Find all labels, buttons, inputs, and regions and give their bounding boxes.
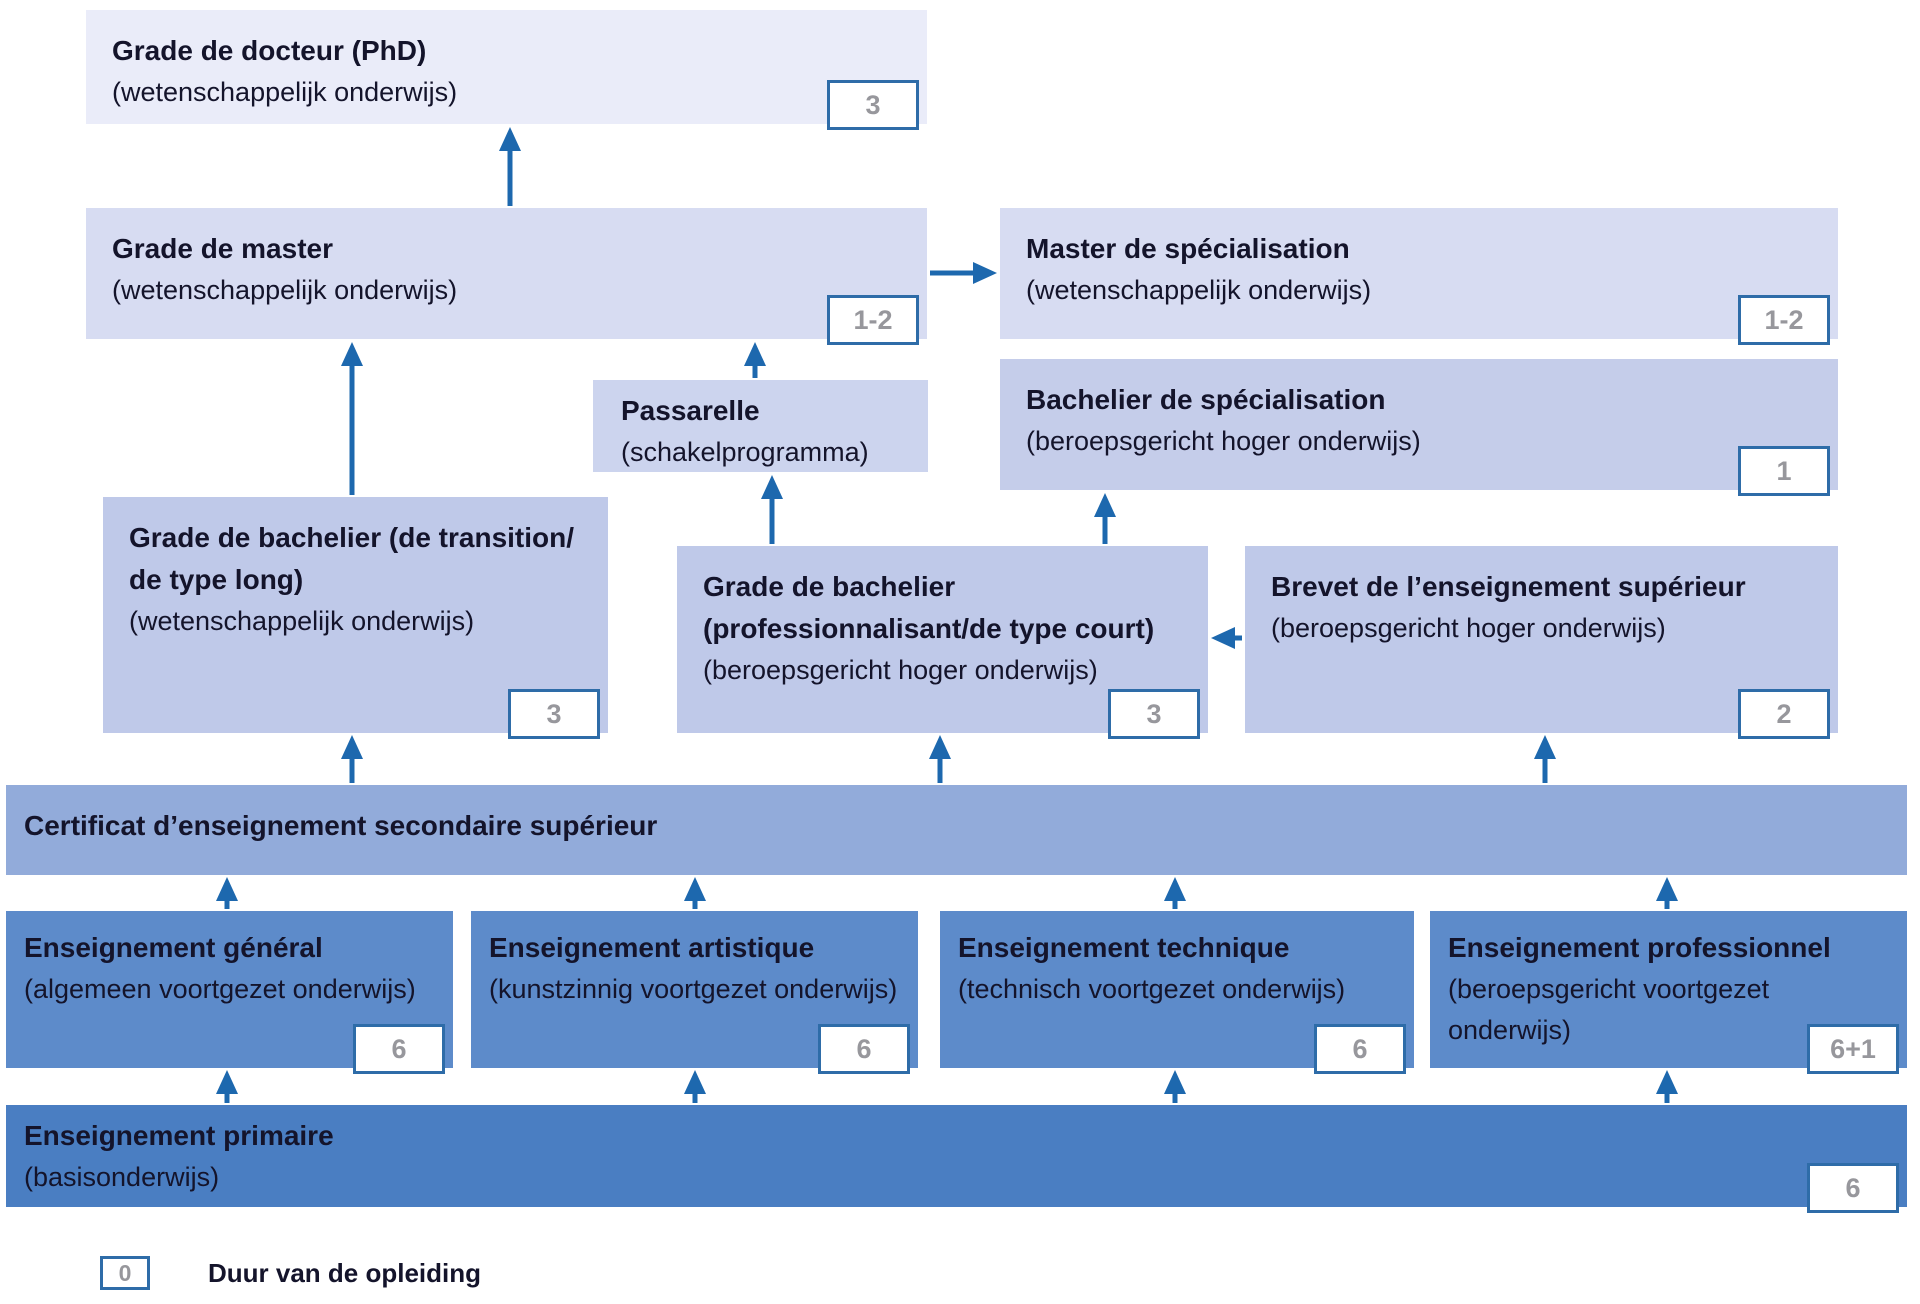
arrow-brevet-to-bachelier-prof — [1211, 627, 1242, 649]
node-title: Grade de master — [112, 233, 333, 264]
node-title: Grade de bachelier (de transition/ de ty… — [129, 522, 575, 595]
node-enseignement-general: Enseignement général (algemeen voortgeze… — [6, 911, 453, 1074]
node-title: Enseignement professionnel — [1448, 932, 1831, 963]
arrow-passarelle-to-master — [744, 342, 766, 378]
duration-badge: 6 — [818, 1024, 910, 1074]
node-grade-de-docteur: Grade de docteur (PhD) (wetenschappelijk… — [86, 10, 927, 130]
node-title: Enseignement primaire — [24, 1120, 334, 1151]
duration-badge: 6 — [353, 1024, 445, 1074]
node-title: Certificat d’enseignement secondaire sup… — [24, 810, 658, 841]
node-subtitle: (wetenschappelijk onderwijs) — [112, 275, 458, 305]
node-title: Passarelle — [621, 395, 760, 426]
duration-badge: 6 — [1807, 1163, 1899, 1213]
arrow-bachelier-prof-to-passarelle — [761, 475, 783, 544]
legend: 0 Duur van de opleiding — [100, 1256, 481, 1290]
arrow-professionnel-to-certificat — [1656, 877, 1678, 909]
node-grade-de-master: Grade de master (wetenschappelijk onderw… — [86, 208, 927, 345]
duration-badge: 3 — [508, 689, 600, 739]
arrow-certificat-to-bachelier-prof — [929, 735, 951, 783]
node-subtitle: (technisch voortgezet onderwijs) — [958, 974, 1346, 1004]
node-subtitle: (schakelprogramma) — [621, 437, 869, 467]
arrow-technique-to-certificat — [1164, 877, 1186, 909]
duration-badge: 6+1 — [1807, 1024, 1899, 1074]
node-bachelier-de-specialisation: Bachelier de spécialisation (beroepsgeri… — [1000, 359, 1838, 496]
arrow-general-to-certificat — [216, 877, 238, 909]
duration-badge: 3 — [827, 80, 919, 130]
node-passarelle: Passarelle (schakelprogramma) — [593, 380, 928, 472]
node-subtitle: (wetenschappelijk onderwijs) — [112, 77, 458, 107]
duration-badge: 1 — [1738, 446, 1830, 496]
node-subtitle: (wetenschappelijk onderwijs) — [1026, 275, 1372, 305]
node-title: Grade de docteur (PhD) — [112, 35, 427, 66]
legend-duration-badge: 0 — [100, 1256, 150, 1290]
node-enseignement-primaire: Enseignement primaire (basisonderwijs) 6 — [6, 1105, 1907, 1213]
duration-badge: 1-2 — [827, 295, 919, 345]
arrow-master-to-phd — [499, 127, 521, 206]
duration-badge: 1-2 — [1738, 295, 1830, 345]
arrow-master-to-master-spe — [930, 262, 997, 284]
arrow-certificat-to-brevet — [1534, 735, 1556, 783]
node-title: Master de spécialisation — [1026, 233, 1350, 264]
node-title: Grade de bachelier (professionnalisant/d… — [703, 571, 1155, 644]
node-title: Enseignement technique — [958, 932, 1290, 963]
duration-badge: 2 — [1738, 689, 1830, 739]
arrow-primaire-to-technique — [1164, 1070, 1186, 1103]
arrow-certificat-to-bachelier-transition — [341, 735, 363, 783]
node-subtitle: (beroepsgericht hoger onderwijs) — [1271, 613, 1666, 643]
node-enseignement-technique: Enseignement technique (technisch voortg… — [940, 911, 1414, 1074]
arrow-primaire-to-general — [216, 1070, 238, 1103]
node-grade-de-bachelier-professionnalisant: Grade de bachelier (professionnalisant/d… — [677, 546, 1208, 739]
arrow-bachelier-prof-to-bachelier-spe — [1094, 493, 1116, 544]
node-title: Enseignement général — [24, 932, 323, 963]
duration-badge: 3 — [1108, 689, 1200, 739]
node-certificat-secondaire-superieur: Certificat d’enseignement secondaire sup… — [6, 785, 1907, 875]
arrow-bachelier-transition-to-master — [341, 342, 363, 495]
node-master-de-specialisation: Master de spécialisation (wetenschappeli… — [1000, 208, 1838, 345]
arrow-primaire-to-artistique — [684, 1070, 706, 1103]
node-subtitle: (beroepsgericht voortgezet onderwijs) — [1448, 974, 1770, 1045]
node-subtitle: (kunstzinnig voortgezet onderwijs) — [489, 974, 898, 1004]
legend-label: Duur van de opleiding — [208, 1257, 482, 1288]
duration-badge: 6 — [1314, 1024, 1406, 1074]
node-title: Enseignement artistique — [489, 932, 815, 963]
node-enseignement-professionnel: Enseignement professionnel (beroepsgeric… — [1430, 911, 1907, 1074]
node-subtitle: (beroepsgericht hoger onderwijs) — [703, 655, 1098, 685]
arrow-artistique-to-certificat — [684, 877, 706, 909]
node-subtitle: (basisonderwijs) — [24, 1162, 220, 1192]
node-subtitle: (wetenschappelijk onderwijs) — [129, 606, 475, 636]
node-title: Bachelier de spécialisation — [1026, 384, 1386, 415]
node-subtitle: (algemeen voortgezet onderwijs) — [24, 974, 416, 1004]
node-grade-de-bachelier-transition: Grade de bachelier (de transition/ de ty… — [103, 497, 608, 739]
node-brevet-enseignement-superieur: Brevet de l’enseignement supérieur (bero… — [1245, 546, 1838, 739]
node-enseignement-artistique: Enseignement artistique (kunstzinnig voo… — [471, 911, 918, 1074]
node-subtitle: (beroepsgericht hoger onderwijs) — [1026, 426, 1421, 456]
node-title: Brevet de l’enseignement supérieur — [1271, 571, 1746, 602]
arrow-primaire-to-professionnel — [1656, 1070, 1678, 1103]
